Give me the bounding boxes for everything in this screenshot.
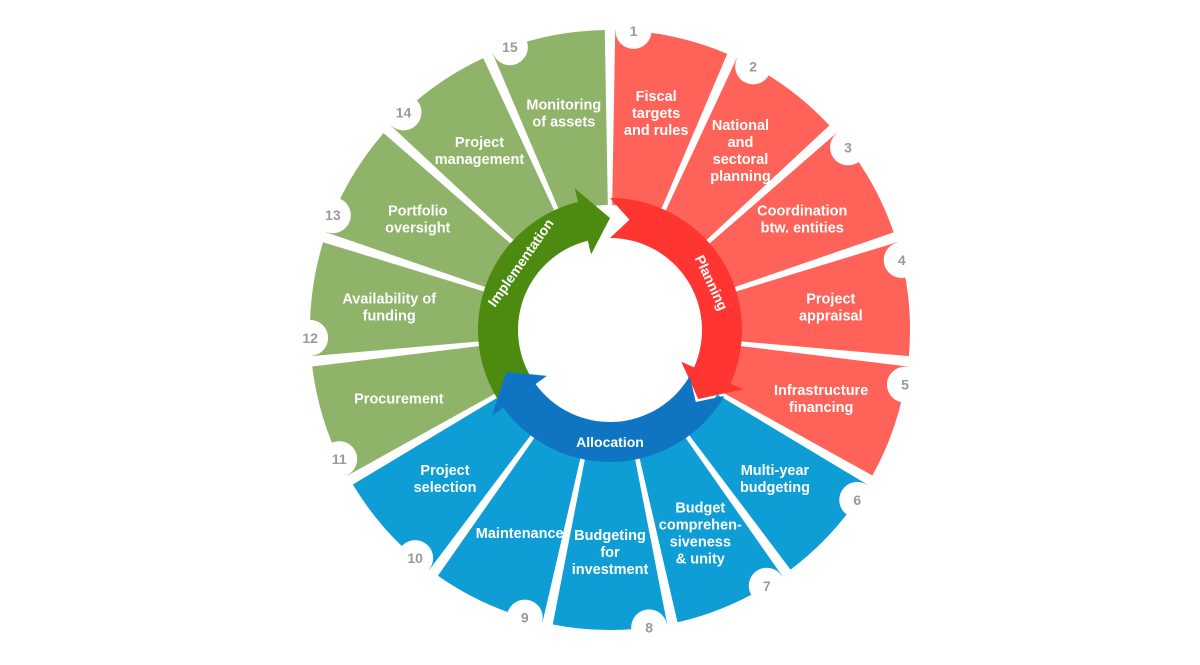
number-notch-1 (615, 12, 652, 49)
phase-arrows-layer (477, 188, 744, 463)
segment-5 (719, 345, 908, 476)
segment-3 (704, 133, 894, 290)
segment-number-3: 3 (844, 139, 852, 155)
segment-7 (638, 432, 783, 623)
segment-number-9: 9 (521, 610, 529, 626)
number-notch-11 (321, 441, 358, 478)
segment-number-7: 7 (763, 578, 771, 594)
number-notch-7 (748, 567, 785, 604)
segment-number-2: 2 (749, 58, 757, 74)
number-notch-13 (314, 197, 351, 234)
segment-number-10: 10 (407, 550, 423, 566)
segment-label-11: Procurement (354, 392, 444, 408)
segment-number-6: 6 (853, 492, 861, 508)
segment-number-5: 5 (901, 377, 909, 393)
segment-4 (729, 242, 910, 357)
segment-number-11: 11 (332, 451, 347, 467)
allocation-phase-label: Allocation (576, 434, 644, 450)
number-notch-5 (886, 366, 923, 403)
segment-number-8: 8 (645, 619, 653, 635)
segment-9 (437, 432, 582, 623)
number-notch-2 (735, 48, 772, 85)
number-notch-9 (506, 599, 543, 636)
number-notch-12 (292, 319, 329, 356)
number-notch-15 (491, 29, 528, 66)
segment-13 (326, 133, 516, 290)
number-notch-10 (397, 540, 434, 577)
segment-10 (352, 394, 535, 570)
segment-6 (685, 394, 868, 570)
segment-11 (312, 345, 501, 476)
segment-12 (310, 242, 491, 357)
segment-number-12: 12 (302, 330, 318, 346)
segment-15 (492, 30, 608, 215)
segment-number-4: 4 (898, 252, 906, 268)
segment-number-14: 14 (396, 104, 412, 120)
segment-14 (390, 58, 558, 245)
number-notch-3 (830, 129, 867, 166)
number-notch-14 (385, 94, 422, 131)
implementation-arrow (477, 188, 610, 400)
number-notch-8 (631, 609, 668, 646)
number-notch-4 (883, 241, 920, 278)
segment-1 (612, 30, 728, 215)
segment-label-9: Maintenance (476, 526, 564, 542)
segment-2 (662, 58, 830, 245)
segment-number-1: 1 (630, 23, 638, 39)
segment-8 (552, 452, 668, 630)
allocation-arrow (491, 371, 725, 463)
planning-arrow (610, 198, 744, 399)
segment-number-13: 13 (325, 207, 341, 223)
segment-number-15: 15 (502, 39, 518, 55)
number-notch-6 (839, 481, 876, 518)
segments-layer (292, 12, 923, 646)
